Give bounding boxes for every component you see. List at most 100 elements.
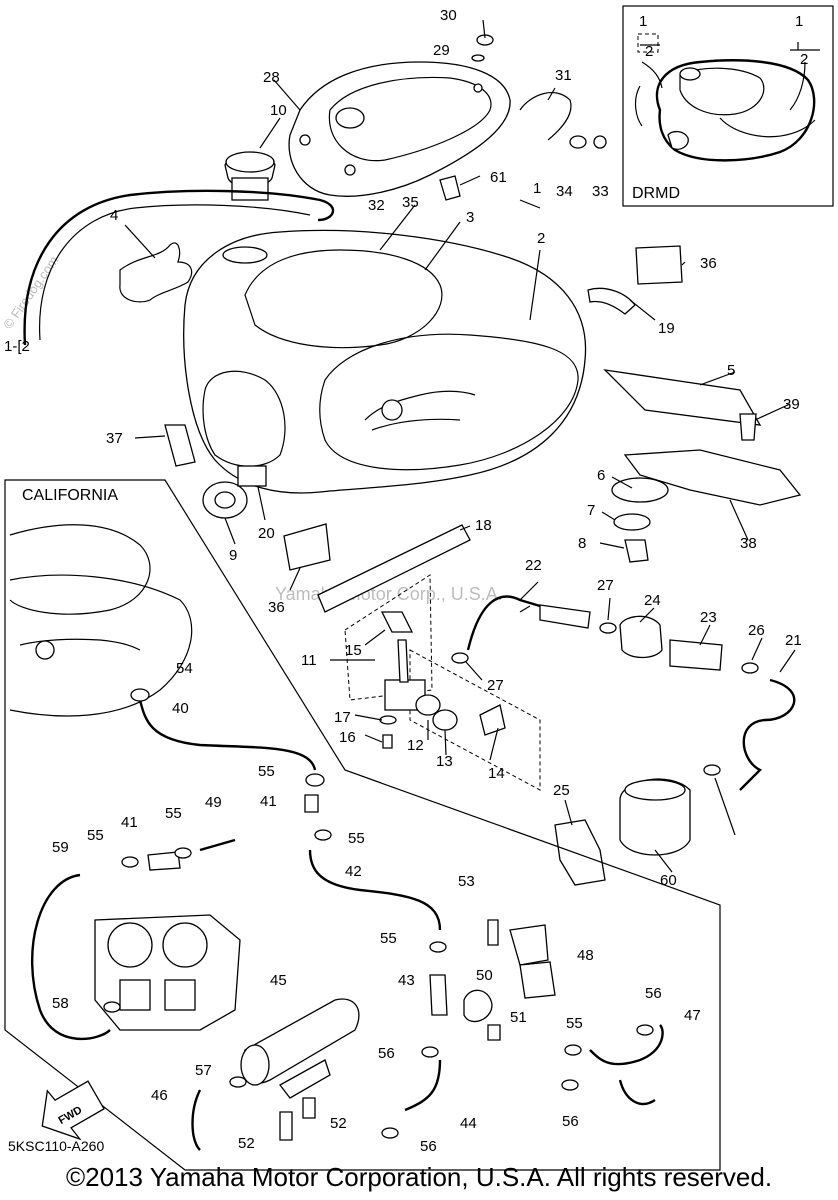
callout-54: 54 <box>176 660 193 677</box>
callout-19: 19 <box>658 320 675 337</box>
evap-hoses <box>30 699 664 1151</box>
callout-52b: 52 <box>330 1115 347 1132</box>
callout-49: 49 <box>205 794 222 811</box>
fittings <box>103 622 759 1139</box>
copyright-footer: ©2013 Yamaha Motor Corporation, U.S.A. A… <box>65 1162 773 1192</box>
callout-8: 8 <box>578 535 586 552</box>
inset-callout-1: 1 <box>639 13 647 30</box>
charcoal-canister <box>240 998 360 1141</box>
leader-lines <box>124 19 796 873</box>
callout-48: 48 <box>577 947 594 964</box>
callout-3: 3 <box>466 209 474 226</box>
inset-callout-1b: 1 <box>795 13 803 30</box>
callout-27b: 27 <box>487 677 504 694</box>
callout-6: 6 <box>597 467 605 484</box>
callout-58: 58 <box>52 995 69 1012</box>
callout-14: 14 <box>488 765 505 782</box>
callout-29: 29 <box>433 42 450 59</box>
callout-56c: 56 <box>562 1113 579 1130</box>
callout-55e: 55 <box>380 930 397 947</box>
callout-16: 16 <box>339 729 356 746</box>
callout-55d: 55 <box>165 805 182 822</box>
callout-24: 24 <box>644 592 661 609</box>
callout-36b: 36 <box>268 599 285 616</box>
drmd-inset: DRMD 1 2 1 2 <box>622 5 834 207</box>
callout-56b: 56 <box>378 1045 395 1062</box>
callout-11: 11 <box>301 652 317 669</box>
fuel-line-right <box>466 595 796 886</box>
inset-label: DRMD <box>632 185 680 202</box>
callout-12: 12 <box>407 737 424 754</box>
callout-22: 22 <box>525 557 542 574</box>
forward-arrow: FWD <box>41 1080 105 1141</box>
solenoid-valve <box>429 924 556 1041</box>
site-watermark: © Firedog.com <box>0 253 61 332</box>
callout-37: 37 <box>106 430 123 447</box>
callout-13: 13 <box>436 753 453 770</box>
fuel-cock-assembly <box>344 574 541 791</box>
callout-59: 59 <box>52 839 69 856</box>
callout-35: 35 <box>402 194 419 211</box>
diagram-code: 5KSC110-A260 <box>8 1138 105 1154</box>
callout-32: 32 <box>368 197 385 214</box>
callout-60: 60 <box>660 872 677 889</box>
callout-57: 57 <box>195 1062 212 1079</box>
callout-28: 28 <box>263 69 280 86</box>
tank-stripe <box>23 189 335 346</box>
callout-25: 25 <box>553 782 570 799</box>
callout-55: 55 <box>258 763 275 780</box>
callout-55b: 55 <box>348 830 365 847</box>
callout-39: 39 <box>783 396 800 413</box>
carburetor <box>94 914 241 1031</box>
callout-numbers: 1 2 3 4 5 6 7 8 9 10 11 12 13 14 15 16 1… <box>52 7 802 1155</box>
callout-33: 33 <box>592 183 609 200</box>
callout-56d: 56 <box>420 1138 437 1155</box>
callout-52: 52 <box>238 1135 255 1152</box>
tank-accessories <box>164 34 683 613</box>
callout-27: 27 <box>597 577 614 594</box>
callout-55c: 55 <box>87 827 104 844</box>
callout-40: 40 <box>172 700 189 717</box>
callout-26: 26 <box>748 622 765 639</box>
tank-top-cover <box>288 61 511 197</box>
callout-47: 47 <box>684 1007 701 1024</box>
callout-31: 31 <box>555 67 572 84</box>
callout-46: 46 <box>151 1087 168 1104</box>
left-legend: 1-[2 <box>4 338 30 355</box>
callout-36: 36 <box>700 255 717 272</box>
callout-15: 15 <box>345 642 362 659</box>
callout-10: 10 <box>270 102 287 119</box>
callout-41: 41 <box>260 793 277 810</box>
california-region: CALIFORNIA <box>4 479 721 1171</box>
center-watermark: Yamaha Motor Corp., U.S.A. <box>275 584 503 604</box>
callout-56: 56 <box>645 985 662 1002</box>
callout-44: 44 <box>460 1115 477 1132</box>
callout-9: 9 <box>229 547 237 564</box>
callout-7: 7 <box>587 502 595 519</box>
callout-55f: 55 <box>566 1015 583 1032</box>
inset-callout-2: 2 <box>645 43 653 60</box>
callout-18: 18 <box>475 517 492 534</box>
callout-51: 51 <box>510 1009 527 1026</box>
callout-2: 2 <box>537 230 545 247</box>
callout-42: 42 <box>345 863 362 880</box>
callout-30: 30 <box>440 7 457 24</box>
fuel-cap <box>224 151 276 201</box>
callout-17: 17 <box>334 709 351 726</box>
fuel-tank <box>183 229 587 494</box>
callout-61: 61 <box>490 169 507 186</box>
tank-rear-mount <box>603 369 802 563</box>
callout-21: 21 <box>785 632 802 649</box>
inset-callout-2b: 2 <box>800 51 808 68</box>
callout-43: 43 <box>398 972 415 989</box>
callout-34: 34 <box>556 183 573 200</box>
callout-38: 38 <box>740 535 757 552</box>
california-label: CALIFORNIA <box>22 487 118 504</box>
callout-50: 50 <box>476 967 493 984</box>
callout-45: 45 <box>270 972 287 989</box>
callout-5: 5 <box>727 362 735 379</box>
callout-23: 23 <box>700 609 717 626</box>
callout-53: 53 <box>458 873 475 890</box>
